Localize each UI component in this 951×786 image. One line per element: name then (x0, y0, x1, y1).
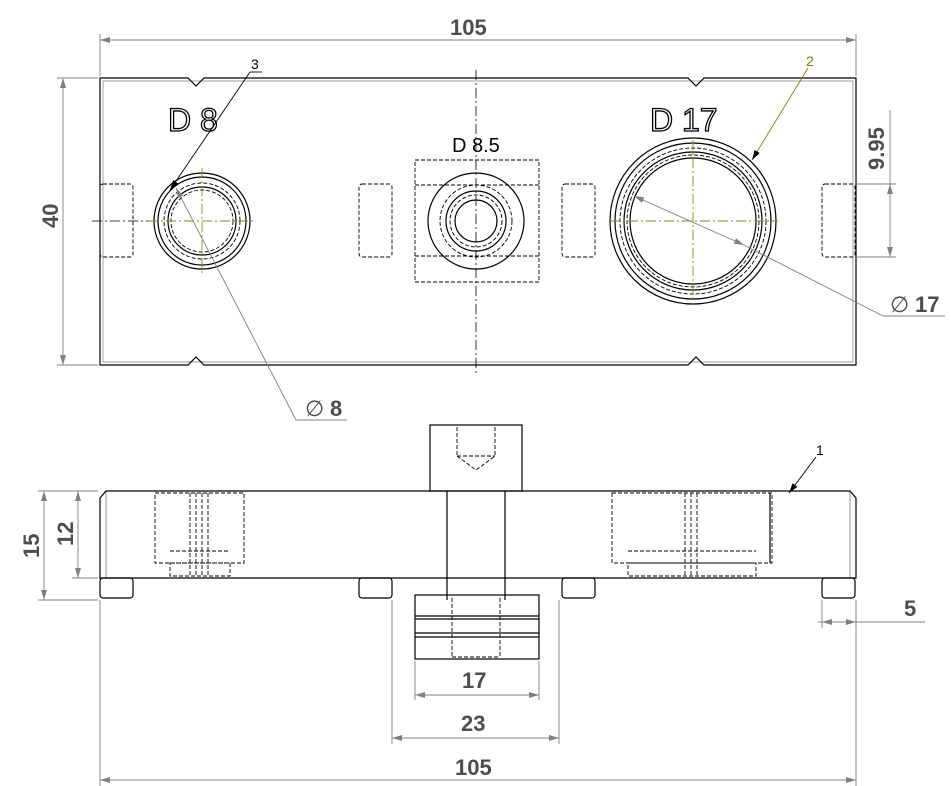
front-screw-head (429, 424, 523, 492)
dim-diameter-large-text: 17 (915, 292, 939, 317)
dim-bottom-width-text: 105 (455, 755, 492, 780)
left-hole (92, 168, 256, 275)
dim-front-height-body: 12 (53, 491, 98, 579)
balloon-right-hole: 2 (751, 53, 814, 161)
front-right-bore (611, 492, 773, 577)
dim-bottom-width: 105 (99, 600, 857, 786)
balloon-plate: 1 (788, 442, 824, 494)
front-center-shank (446, 491, 506, 600)
dim-diameter-small-text: 8 (330, 396, 342, 421)
dim-nut-width: 17 (414, 661, 540, 700)
dim-slot-width: 23 (391, 600, 560, 744)
diameter-symbol-large: ∅ (890, 293, 909, 318)
dim-top-width-text: 105 (450, 15, 487, 40)
dim-nut-width-text: 17 (462, 668, 486, 693)
dim-foot-width-text: 5 (904, 596, 916, 621)
front-left-bore (154, 492, 245, 577)
dim-diameter-small: ∅ 8 (175, 187, 347, 422)
dim-height: 40 (38, 77, 98, 366)
front-plate-outline (99, 490, 857, 579)
diameter-symbol-small: ∅ (305, 397, 324, 422)
balloon-left-hole: 3 (169, 56, 262, 191)
dim-foot-width: 5 (818, 596, 925, 628)
dim-top-width: 105 (99, 15, 857, 76)
dim-front-height-body-text: 12 (53, 522, 78, 546)
dim-offset-right: 9.95 (856, 110, 896, 258)
dim-height-text: 40 (38, 204, 63, 228)
balloon-plate-text: 1 (816, 442, 824, 458)
front-view: 15 12 5 17 23 (19, 424, 925, 786)
engraving-right: D 17 (650, 102, 718, 138)
hidden-slots (99, 183, 856, 258)
engraving-center: D 8.5 (452, 135, 500, 157)
right-hole (609, 137, 778, 305)
dim-slot-width-text: 23 (461, 711, 485, 736)
front-feet (99, 577, 856, 599)
engraving-left: D 8 (168, 102, 218, 138)
front-nut (414, 594, 540, 660)
dim-front-height-total-text: 15 (19, 534, 44, 558)
dim-diameter-large: ∅ 17 (633, 195, 945, 318)
balloon-right-hole-text: 2 (806, 53, 814, 69)
dim-front-height-total: 15 (19, 490, 98, 601)
balloon-left-hole-text: 3 (251, 56, 259, 72)
top-plate-inner-edge (102, 80, 854, 363)
top-view: D 8 D 8.5 D 17 105 40 9.95 (38, 15, 945, 422)
center-hole (414, 70, 540, 375)
dim-offset-right-text: 9.95 (864, 127, 889, 170)
